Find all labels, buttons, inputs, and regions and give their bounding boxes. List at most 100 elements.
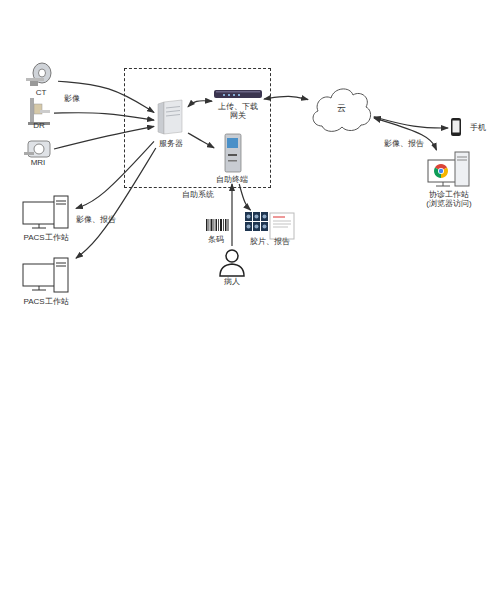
server-icon-part: [166, 115, 180, 117]
film-report-icon-part: [245, 222, 252, 231]
connector: [264, 96, 308, 99]
barcode-icon-part: [220, 219, 222, 231]
ct-scanner-icon-part: [39, 69, 46, 77]
node-label: 条码: [208, 235, 224, 244]
film-report-icon-part: [273, 221, 291, 222]
connector: [374, 117, 448, 128]
connector: [54, 126, 154, 149]
gateway-icon-part: [228, 94, 230, 96]
film-report-icon-part: [253, 212, 260, 221]
server-icon-part: [158, 102, 164, 134]
server-icon-part: [166, 107, 180, 109]
film-report-icon-part: [261, 222, 268, 231]
pacs-workstation-icon-part: [54, 196, 68, 228]
barcode-icon-part: [223, 219, 225, 231]
gateway-icon: [214, 90, 262, 98]
gateway-icon-part: [216, 91, 260, 93]
barcode-icon-part: [206, 219, 208, 231]
browser-workstation-icon-part: [443, 182, 444, 186]
connector: [374, 118, 436, 150]
node-label: MRI: [31, 158, 46, 167]
node-label: CT: [36, 88, 47, 97]
phone-node: 手机: [448, 116, 486, 140]
phone-icon: [451, 118, 461, 136]
pacs-workstation-icon-part: [56, 263, 66, 264]
connector: [58, 81, 154, 112]
pacs-workstation-icon-part: [56, 266, 66, 267]
gateway-icon-part: [233, 94, 235, 96]
browser-workstation-icon-part: [457, 160, 467, 161]
pacs-workstation-icon-part: [23, 202, 55, 224]
node-label: 手机: [470, 123, 486, 132]
film-report-icon-part: [273, 227, 288, 228]
kiosk-icon-part: [225, 134, 241, 172]
workstation-node: PACS工作站: [16, 256, 76, 306]
kiosk-icon-part: [227, 138, 238, 148]
film-report-icon-part: [273, 224, 291, 225]
connector: [76, 141, 154, 208]
patient-icon-part: [220, 264, 244, 276]
server-node: 服务器: [154, 98, 188, 148]
barcode-icon: [206, 219, 229, 231]
film-report-icon-part: [270, 213, 294, 239]
browser-workstation-icon-part: [428, 160, 458, 182]
node-label: 胶片、报告: [250, 237, 290, 246]
pacs-workstation-icon-part: [56, 201, 66, 202]
ct-scanner-icon-part: [30, 81, 38, 86]
barcode-node: 条码: [202, 216, 230, 244]
edge-label: 影像: [64, 93, 80, 104]
film-report-icon-part: [255, 225, 259, 229]
server-icon-part: [166, 111, 180, 113]
pacs-workstation-icon-part: [32, 290, 46, 291]
browser-workstation-icon-part: [438, 168, 444, 174]
node-label: 自助终端: [216, 175, 248, 184]
pacs-workstation-icon-part: [39, 224, 40, 228]
pacs-workstation-icon-part: [39, 286, 40, 290]
device-node: DR: [24, 97, 54, 130]
pacs-workstation-icon: [23, 196, 68, 228]
ct-scanner-icon: [26, 63, 51, 86]
gateway-node: 上传、下载 网关: [212, 86, 264, 120]
film-report-icon-part: [263, 215, 267, 219]
barcode-icon-part: [225, 219, 227, 231]
workstation-node: PACS工作站: [16, 196, 76, 242]
browser-workstation-icon-part: [436, 186, 450, 187]
film-report-icon-part: [261, 212, 268, 221]
film-node: 胶片、报告: [242, 210, 298, 246]
pacs-workstation-icon-part: [23, 264, 55, 286]
pacs-workstation-icon: [23, 258, 68, 292]
node-label: 上传、下载 网关: [212, 102, 264, 120]
edge-label: 影像、报告: [76, 214, 116, 225]
node-label: 病人: [224, 277, 240, 286]
server-icon: [158, 100, 182, 134]
server-icon-part: [164, 100, 182, 134]
browser-workstation-icon-part: [439, 169, 443, 173]
pacs-workstation-icon-part: [32, 228, 46, 229]
node-label: 服务器: [159, 139, 183, 148]
film-report-icon-part: [255, 215, 259, 219]
film-report-icon-part: [247, 215, 251, 219]
device-node: MRI: [22, 139, 54, 167]
browser-workstation-icon-part: [455, 152, 469, 186]
workstation-node: 协诊工作站 (浏览器访问): [416, 150, 482, 208]
device-node: CT: [24, 63, 58, 97]
cloud-outline: [313, 89, 371, 131]
barcode-icon-part: [228, 219, 229, 231]
barcode-icon-part: [216, 219, 218, 231]
kiosk-icon-part: [228, 160, 237, 162]
pacs-workstation-icon-part: [54, 258, 68, 292]
film-report-icon-part: [253, 222, 260, 231]
node-label: PACS工作站: [23, 297, 68, 306]
pacs-workstation-icon-part: [56, 204, 66, 205]
connector: [188, 133, 214, 148]
mri-machine-icon-part: [24, 152, 34, 155]
connector: [231, 184, 232, 246]
connector: [54, 113, 154, 120]
connector: [239, 184, 250, 210]
node-label: DR: [33, 121, 45, 130]
film-report-icon-part: [247, 225, 251, 229]
film-report-icon: [245, 212, 294, 239]
